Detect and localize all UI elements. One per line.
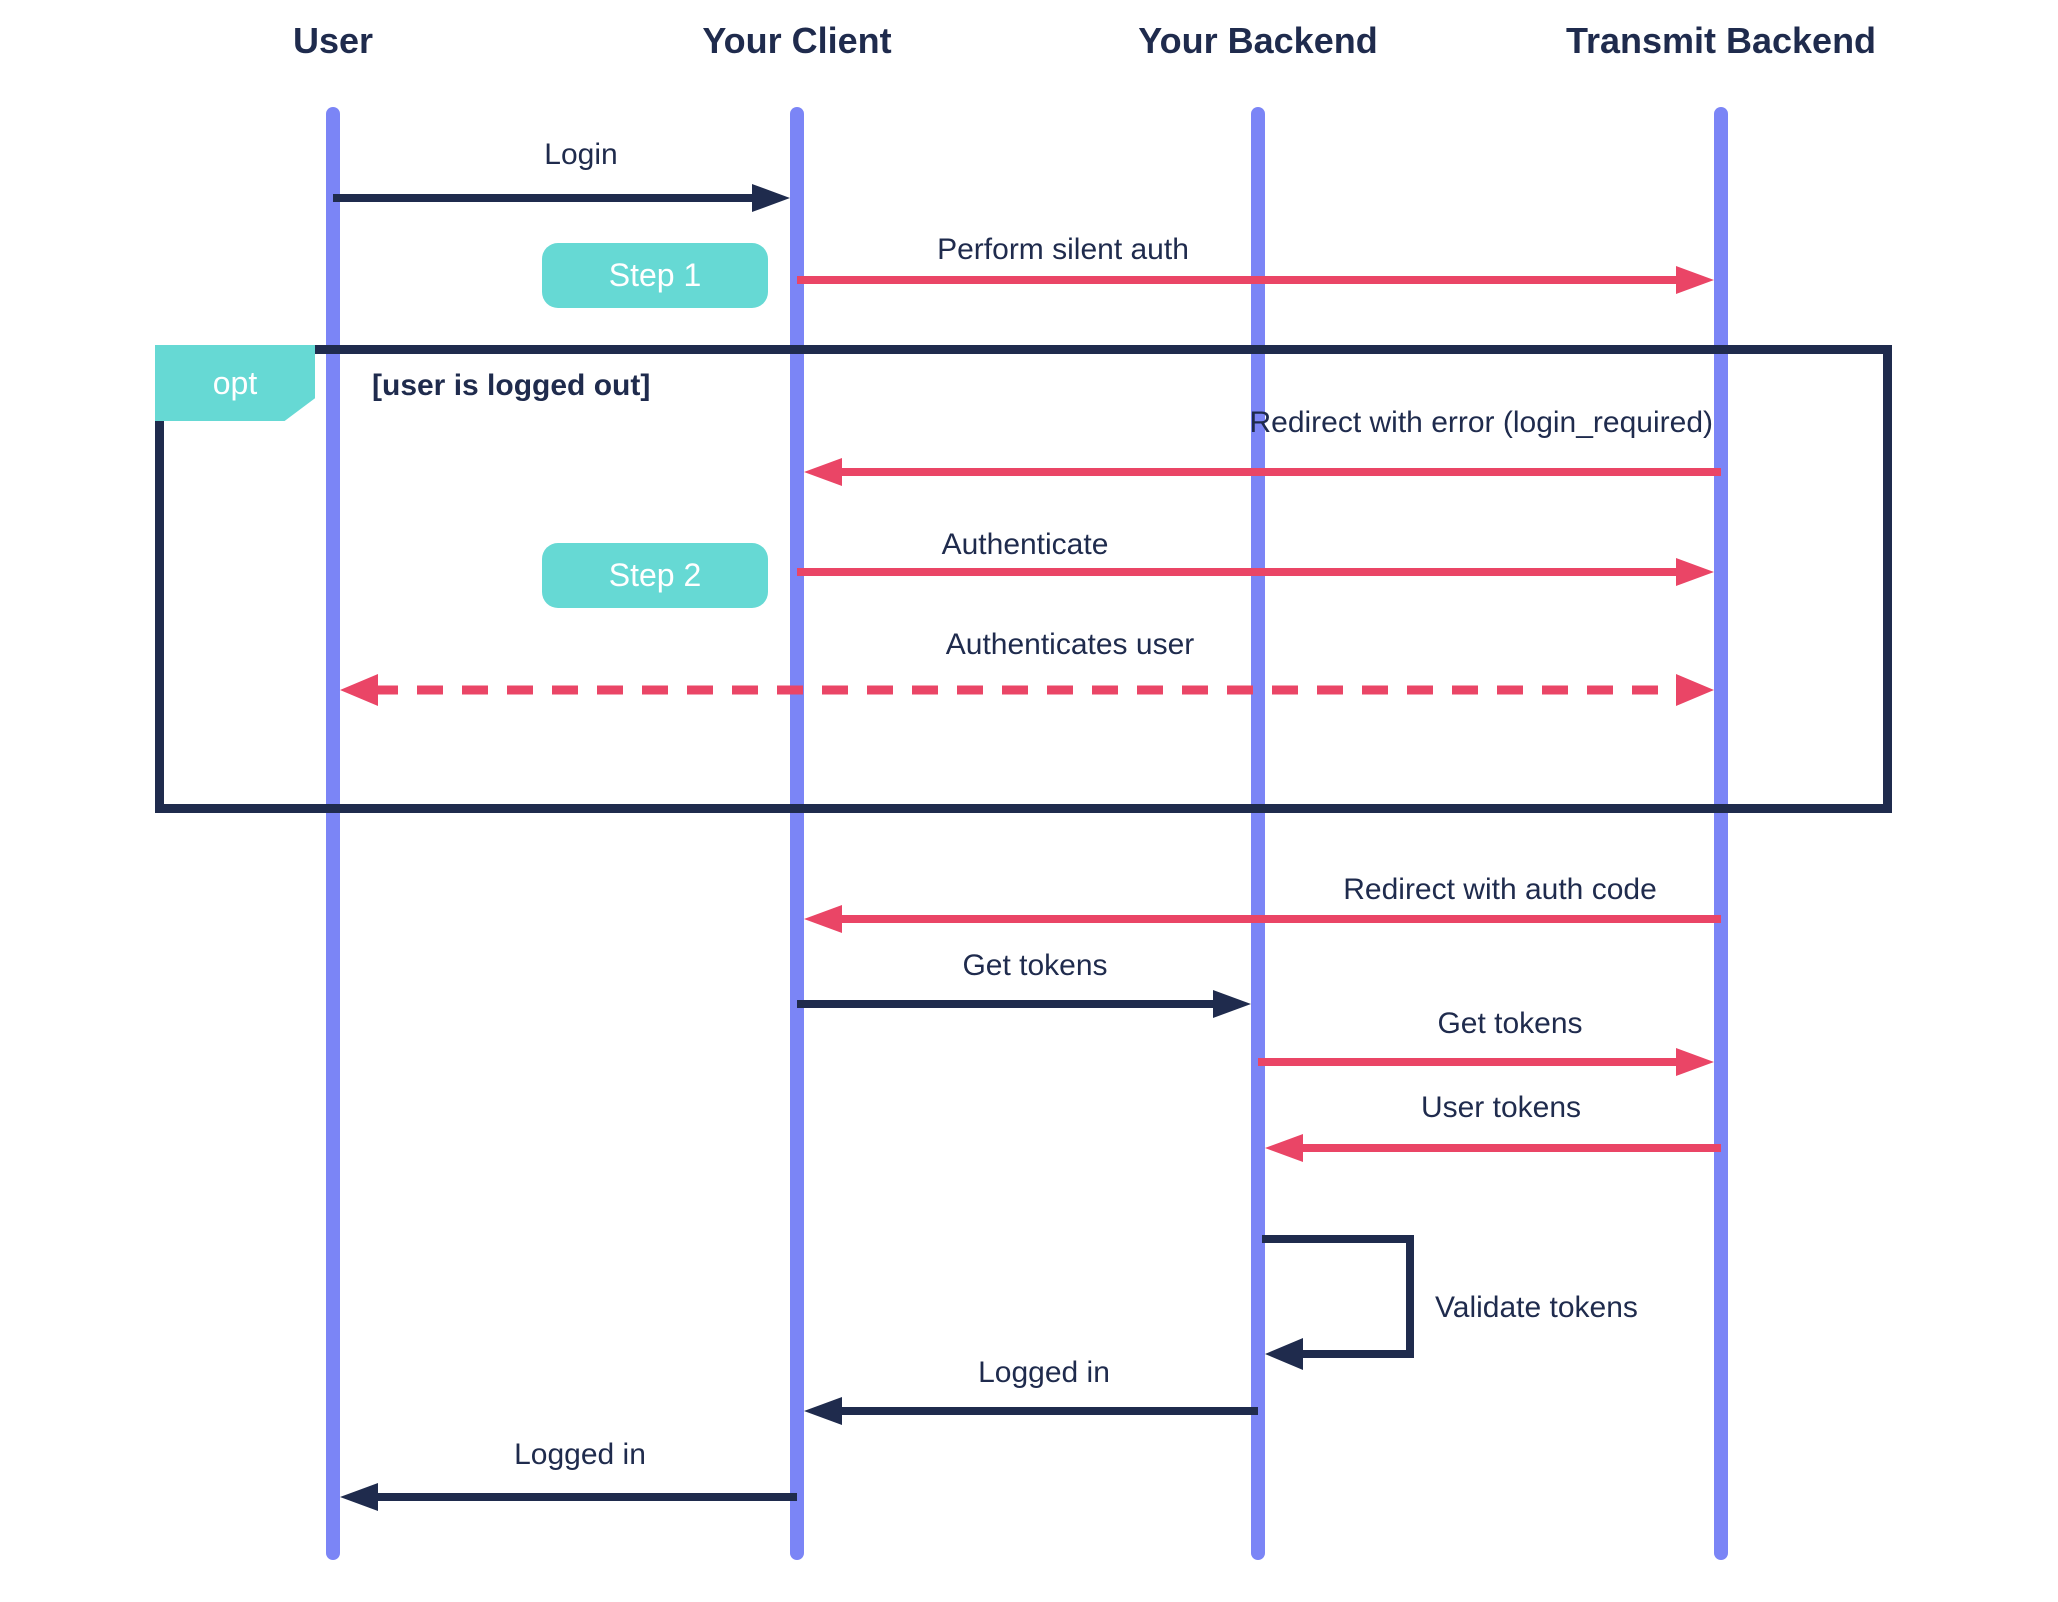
actor-user: User bbox=[292, 20, 374, 61]
actor-your-backend: Your Backend bbox=[1138, 20, 1378, 61]
opt-condition: [user is logged out] bbox=[372, 369, 651, 402]
opt-keyword: opt bbox=[212, 364, 258, 401]
arrow-logged-in-user bbox=[340, 1483, 797, 1511]
message-label-get-tokens-client: Get tokens bbox=[962, 949, 1108, 982]
opt-fragment-label: opt bbox=[155, 345, 315, 421]
message-label-user-tokens: User tokens bbox=[1420, 1091, 1582, 1124]
step-2-badge: Step 2 bbox=[542, 543, 768, 608]
lifeline-transmit-backend bbox=[1714, 107, 1728, 1560]
message-label-get-tokens-backend: Get tokens bbox=[1437, 1007, 1583, 1040]
arrow-get-tokens-client bbox=[797, 990, 1251, 1018]
message-label-authenticates-user: Authenticates user bbox=[945, 628, 1195, 661]
message-label-logged-in-client: Logged in bbox=[978, 1356, 1110, 1389]
arrow-logged-in-client bbox=[804, 1397, 1258, 1425]
message-label-redirect-with-error: Redirect with error (login_required) bbox=[1249, 406, 1713, 439]
arrow-validate-tokens bbox=[1262, 1235, 1414, 1370]
opt-fragment-frame bbox=[155, 345, 1892, 813]
lifeline-your-client bbox=[790, 107, 804, 1560]
arrow-user-tokens bbox=[1265, 1134, 1721, 1162]
arrow-get-tokens-backend bbox=[1258, 1048, 1714, 1076]
lifeline-user bbox=[326, 107, 340, 1560]
message-label-login: Login bbox=[544, 138, 618, 171]
message-label-redirect-auth-code: Redirect with auth code bbox=[1343, 873, 1657, 906]
arrow-login bbox=[333, 184, 790, 212]
actor-transmit-backend: Transmit Backend bbox=[1565, 20, 1877, 61]
actor-your-client: Your Client bbox=[702, 20, 892, 61]
message-label-logged-in-user: Logged in bbox=[514, 1438, 646, 1471]
message-label-authenticate: Authenticate bbox=[941, 528, 1109, 561]
step-1-badge: Step 1 bbox=[542, 243, 768, 308]
message-label-validate-tokens: Validate tokens bbox=[1435, 1291, 1638, 1324]
lifeline-your-backend bbox=[1251, 107, 1265, 1560]
message-label-perform-silent-auth: Perform silent auth bbox=[937, 233, 1189, 266]
